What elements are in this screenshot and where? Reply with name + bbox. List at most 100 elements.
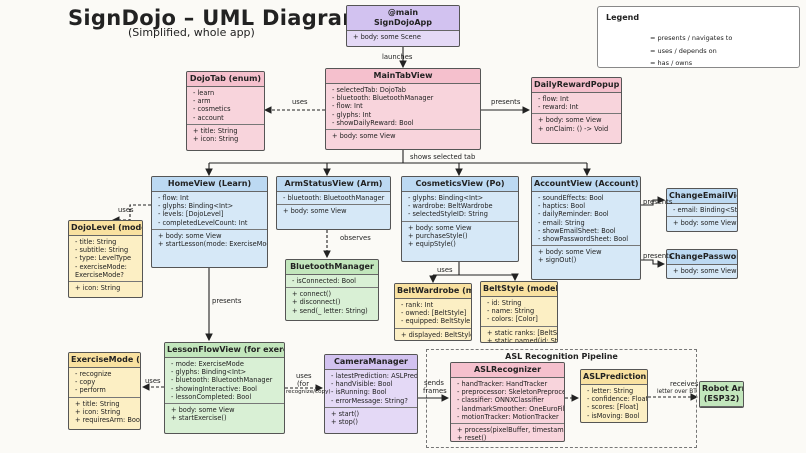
class-member: - colors: [Color] xyxy=(487,315,538,324)
class-member: - type: LevelType xyxy=(75,254,132,263)
class-box-beltstyle: BeltStyle (model)- id: String- name: Str… xyxy=(480,281,558,343)
class-member: - glyphs: Binding<Int> xyxy=(158,202,234,211)
class-name: CosmeticsView (Po) xyxy=(415,179,505,188)
class-member: + displayed: BeltStyle xyxy=(401,330,472,339)
class-member: - isRunning: Bool xyxy=(331,388,387,397)
class-attributes: - glyphs: Binding<Int>- wardrobe: BeltWa… xyxy=(402,192,518,222)
class-box-homeview: HomeView (Learn) - flow: Int- glyphs: Bin… xyxy=(151,176,268,268)
label-letter-over-bt: letter over BT xyxy=(657,389,697,395)
class-methods: + title: String+ icon: String+ requiresA… xyxy=(69,398,140,427)
class-member: - dailyReminder: Bool xyxy=(538,210,609,219)
class-name: MainTabView xyxy=(373,71,433,80)
label-observes: observes xyxy=(340,234,371,242)
class-attributes: - title: String- subtitle: String- type:… xyxy=(69,236,142,283)
class-member: - subtitle: String xyxy=(75,246,129,255)
class-member: + signOut() xyxy=(538,256,577,265)
class-member: - showEmailSheet: Bool xyxy=(538,226,616,235)
class-box-beltwardrobe: BeltWardrobe (model)- rank: Int- owned: … xyxy=(394,283,472,341)
label-uses-level: uses xyxy=(118,206,134,214)
class-methods: + body: some View xyxy=(277,205,390,217)
class-member: - isConnected: Bool xyxy=(292,277,356,285)
class-member: - confidence: Float xyxy=(587,395,648,404)
class-member: - flow: Int xyxy=(158,194,189,202)
class-methods: + body: some View xyxy=(326,130,480,142)
class-header: MainTabView xyxy=(326,69,480,84)
class-member: - bluetooth: BluetoothManager xyxy=(283,194,385,202)
class-name: AccountView (Account) xyxy=(534,179,639,188)
class-member: - flow: Int xyxy=(332,102,363,111)
class-header: BeltStyle (model) xyxy=(481,282,557,297)
class-name: HomeView (Learn) xyxy=(167,179,252,188)
class-header: DojoLevel (model) xyxy=(69,221,142,236)
class-member: + icon: String xyxy=(75,407,121,416)
class-member: + reset() xyxy=(457,434,487,442)
label-uses-mode: uses xyxy=(145,377,161,385)
class-member: + title: String xyxy=(193,126,238,135)
class-member: + process(pixelBuffer, timestamp) xyxy=(457,426,565,435)
class-member: - glyphs: Binding<Int> xyxy=(171,368,247,377)
label-frames: frames xyxy=(423,387,447,395)
class-header: ASLPrediction (model) xyxy=(581,370,647,385)
class-methods: + body: some View+ onClaim: () -> Void xyxy=(532,114,621,134)
class-member: - letter: String xyxy=(587,387,634,395)
class-name: ExerciseMode (enum) xyxy=(71,355,140,364)
class-member: - title: String xyxy=(75,238,117,246)
class-member: - mode: ExerciseMode xyxy=(171,360,244,368)
class-member: - latestPrediction: ASLPrediction? xyxy=(331,372,418,380)
class-box-changeemailview: ChangeEmailView- email: Binding<String>+… xyxy=(666,188,738,232)
class-member: + body: some View xyxy=(158,231,222,240)
class-attributes: - selectedTab: DojoTab- bluetooth: Bluet… xyxy=(326,84,480,131)
class-name: ChangePasswordView xyxy=(669,252,737,261)
class-member: - flow: Int xyxy=(538,95,569,103)
class-attributes: - mode: ExerciseMode- glyphs: Binding<In… xyxy=(165,358,284,405)
label-uses-camera-for: (for xyxy=(297,380,309,388)
legend-row-label: = presents / navigates to xyxy=(650,34,733,42)
class-methods: + static ranks: [BeltStyle]+ static name… xyxy=(481,327,557,342)
class-name: DojoLevel (model) xyxy=(71,223,142,232)
asl-recognition-pipeline-group: ASL Recognition Pipeline xyxy=(426,349,697,448)
label-launches: launches xyxy=(382,53,413,61)
class-member: + disconnect() xyxy=(292,298,341,307)
class-name: BeltWardrobe (model) xyxy=(397,286,471,295)
class-name: DojoTab (enum) xyxy=(189,74,262,83)
class-member: - motionTracker: MotionTracker xyxy=(457,412,559,421)
class-name: ChangeEmailView xyxy=(669,191,737,200)
class-attributes: + body: some View xyxy=(667,265,737,277)
class-member: - preprocessor: SkeletonPreprocessor xyxy=(457,388,564,397)
class-attributes: - soundEffects: Bool- haptics: Bool- dai… xyxy=(532,192,640,247)
class-box-dailyrewardpopup: DailyRewardPopup- flow: Int- reward: Int… xyxy=(531,77,622,144)
class-header: Robot Arm(ESP32) xyxy=(700,382,743,407)
label-uses-camera-purpose: recognize/copy) xyxy=(286,389,331,395)
class-box-maintabview: MainTabView - selectedTab: DojoTab- bluet… xyxy=(325,68,481,150)
class-header: ArmStatusView (Arm) xyxy=(277,177,390,192)
class-box-cosmeticsview: CosmeticsView (Po) - glyphs: Binding<Int>… xyxy=(401,176,519,262)
class-member: - account xyxy=(193,113,224,122)
diagram-subtitle: (Simplified, whole app) xyxy=(128,26,255,39)
class-name: LessonFlowView (for exercises) xyxy=(167,345,284,354)
class-name: @main xyxy=(387,8,419,17)
class-member: + body: some View xyxy=(283,207,347,216)
class-member: - glyphs: Binding<Int> xyxy=(408,194,484,202)
class-member: - isMoving: Bool xyxy=(587,411,640,420)
class-member: + body: some View xyxy=(171,406,235,415)
class-member: - rank: Int xyxy=(401,301,434,309)
class-member: - selectedStyleID: String xyxy=(408,210,488,219)
class-member: + body: some View xyxy=(408,223,472,232)
class-member: - errorMessage: String? xyxy=(331,396,408,405)
class-header: DojoTab (enum) xyxy=(187,72,264,87)
label-shows-selected-tab: shows selected tab xyxy=(410,153,476,161)
label-presents-lesson: presents xyxy=(212,297,242,305)
legend-row-label: = uses / depends on xyxy=(650,47,717,55)
class-member: - landmarkSmoother: OneEuroFilter xyxy=(457,404,565,413)
legend-title: Legend xyxy=(606,13,640,22)
class-member: + start() xyxy=(331,409,360,418)
class-methods: + body: some View+ purchaseStyle()+ equi… xyxy=(402,222,518,251)
class-member: - haptics: Bool xyxy=(538,202,586,211)
class-attributes: - latestPrediction: ASLPrediction?- hand… xyxy=(325,370,417,408)
class-member: - exerciseMode: xyxy=(75,262,127,271)
class-member: - arm xyxy=(193,97,211,106)
class-attributes: - recognize- copy- perform xyxy=(69,368,140,398)
class-box-aslprediction: ASLPrediction (model) - letter: String- c… xyxy=(580,369,648,423)
class-methods: + displayed: BeltStyle xyxy=(395,329,472,340)
